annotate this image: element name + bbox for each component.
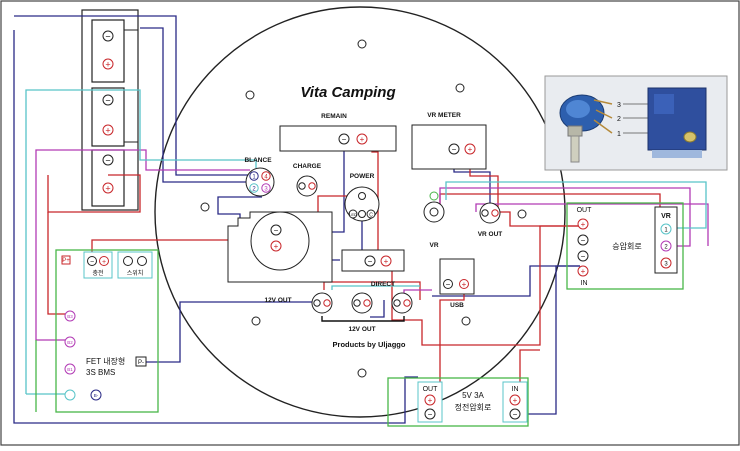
vr-box-label: VR <box>661 213 671 220</box>
switch-port-label: 스위치 <box>127 269 144 277</box>
svg-text:2: 2 <box>252 187 256 193</box>
vr-pin-1: 1 <box>664 228 668 234</box>
bms-b2: B2 <box>67 340 73 345</box>
power-label: POWER <box>350 173 375 180</box>
wires-blue <box>13 15 580 424</box>
charge-label: CHARGE <box>293 163 322 170</box>
svg-text:+: + <box>462 280 467 289</box>
svg-text:+: + <box>360 135 365 144</box>
svg-text:−: − <box>581 236 586 245</box>
svg-text:+: + <box>105 184 110 194</box>
svg-text:−: − <box>581 252 586 261</box>
usb-port: − + USB <box>439 258 475 309</box>
vr-label: VR <box>429 242 438 249</box>
svg-text:+: + <box>105 60 110 70</box>
step-line2: 정전압회로 <box>455 402 492 412</box>
vr-knob: VR <box>423 191 445 249</box>
svg-text:+: + <box>105 126 110 136</box>
svg-text:4: 4 <box>264 175 268 181</box>
svg-text:+: + <box>428 396 433 405</box>
remain-label: REMAIN <box>321 113 347 120</box>
svg-text:−: − <box>105 32 110 42</box>
boost-out-label: OUT <box>577 207 593 214</box>
svg-text:+: + <box>581 267 586 276</box>
blance-label: BLANCE <box>244 157 272 164</box>
svg-text:−: − <box>105 156 110 166</box>
vr-meter: VR METER − + <box>411 112 487 170</box>
battery-holder <box>81 9 139 211</box>
charge-port-label: 충전 <box>92 269 103 277</box>
bms-bm: B- <box>94 393 99 398</box>
svg-text:+: + <box>581 220 586 229</box>
charge-jack: CHARGE <box>293 163 322 197</box>
power-led-label: LED <box>349 212 357 217</box>
wires-cyan <box>25 89 707 395</box>
svg-text:+: + <box>274 242 279 251</box>
vr-meter-label: VR METER <box>427 112 461 119</box>
bms-plus: P+ <box>62 258 70 264</box>
svg-text:−: − <box>513 410 518 419</box>
bms-board: P+ − + 충전 스위치 B3 B2 B1 B- P- FET 내장형 3S … <box>61 251 153 401</box>
svg-text:−: − <box>342 135 347 144</box>
vr-out-label: VR OUT <box>478 231 503 238</box>
bms-line2: 3S BMS <box>86 368 115 377</box>
bms-line1: FET 내장형 <box>86 356 125 366</box>
svg-text:3: 3 <box>264 187 268 193</box>
svg-text:+: + <box>468 145 473 154</box>
svg-text:−: − <box>368 257 373 266</box>
svg-text:+: + <box>384 257 389 266</box>
remain-meter: REMAIN − + <box>279 113 397 152</box>
usb-label: USB <box>450 302 464 309</box>
bms-b3: B3 <box>67 314 73 319</box>
photo-pin-1: 1 <box>617 131 621 138</box>
power-c-label: C <box>369 213 373 219</box>
out12-b-label: 12V OUT <box>348 326 375 333</box>
step-out-label: OUT <box>423 386 439 393</box>
direct-label: DIRECT <box>371 281 395 288</box>
svg-text:1: 1 <box>252 175 256 181</box>
boost-name: 승압회로 <box>612 242 641 251</box>
boost-board: OUT + − − + IN 승압회로 VR 1 2 3 <box>577 206 678 287</box>
svg-text:−: − <box>105 96 110 106</box>
out12-a-label: 12V OUT <box>264 297 291 304</box>
svg-text:−: − <box>90 259 94 266</box>
vr-pin-2: 2 <box>664 245 668 251</box>
wires-green <box>35 202 684 427</box>
dc-out-jacks: 12V OUT DIRECT 12V OUT <box>264 281 413 333</box>
svg-text:−: − <box>274 226 279 235</box>
diagram-title: Vita Camping <box>300 84 395 101</box>
boost-in-label: IN <box>581 280 588 287</box>
photo-pin-3: 3 <box>617 102 621 109</box>
potentiometer-photo: 3 2 1 <box>544 75 728 171</box>
credit-text: Products by Uljaggo <box>333 340 406 349</box>
svg-text:−: − <box>446 280 451 289</box>
step-down-board: OUT + − IN + − 5V 3A 정전압회로 <box>417 381 528 423</box>
svg-text:−: − <box>452 145 457 154</box>
mounting-holes <box>200 39 527 378</box>
vr-pin-3: 3 <box>664 262 668 268</box>
direct-connector: − + <box>341 249 405 272</box>
svg-text:−: − <box>428 410 433 419</box>
level-meter: − + <box>227 211 333 283</box>
vr-out-jack: VR OUT <box>478 202 503 238</box>
cell-terminals: − + − + − + <box>102 30 114 194</box>
balance-connector: BLANCE 1 4 2 3 <box>244 157 275 197</box>
svg-text:+: + <box>513 396 518 405</box>
step-in-label: IN <box>512 386 519 393</box>
bms-minus: P- <box>138 360 144 366</box>
step-line1: 5V 3A <box>462 391 484 400</box>
photo-pin-2: 2 <box>617 116 621 123</box>
bms-b1: B1 <box>67 367 73 372</box>
svg-text:+: + <box>102 259 106 266</box>
power-switch: POWER LED C <box>344 173 380 222</box>
